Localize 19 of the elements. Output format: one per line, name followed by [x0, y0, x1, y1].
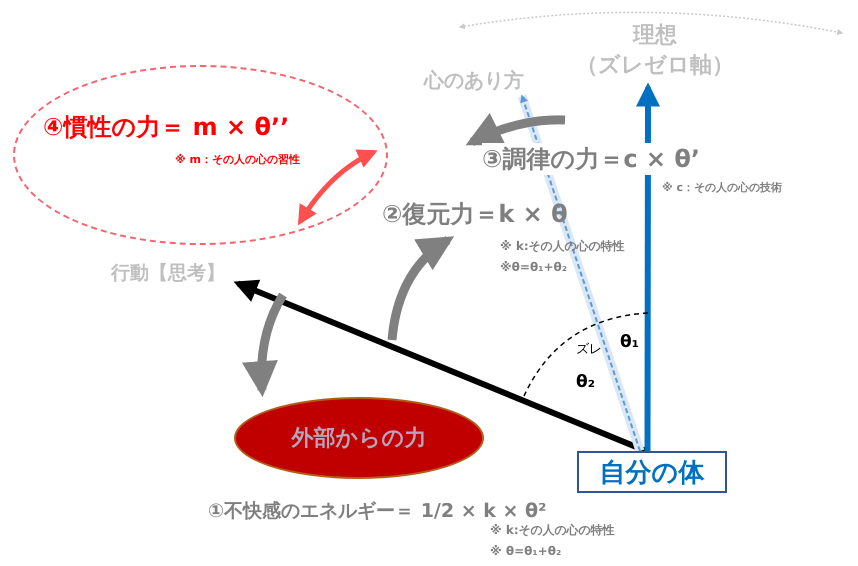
note-text: ※ θ=θ₁+θ₂ [490, 544, 562, 558]
axis-label: 行動【思考】 [98, 258, 238, 288]
note-text: ※ c：その人の心の技術 [662, 180, 782, 195]
formula-text: ①不快感のエネルギー＝ 1/2 × k × θ² [208, 499, 546, 524]
note-text: ※ m：その人の心の習性 [175, 152, 300, 167]
formula-text: ②復元力＝k × θ [382, 199, 568, 230]
angle-label: θ₂ [576, 372, 596, 392]
arrow [636, 82, 660, 451]
angle-label: ズレ [576, 341, 602, 358]
formula-heading: ④慣性の力＝ m × θ’’ [43, 112, 290, 143]
axis-label: 理想（ズレゼロ軸） [572, 18, 738, 84]
note-text: ※ k:その人の心の特性 [490, 522, 615, 539]
note-text: ※ k:その人の心の特性 [500, 238, 625, 255]
angle-label: θ₁ [620, 332, 640, 352]
note-text: ※θ=θ₁+θ₂ [500, 260, 568, 274]
formula-text: ③調律の力＝c × θ’ [482, 143, 700, 175]
force-ellipse: 外部からの力 [234, 397, 484, 479]
body-box: 自分の体 [577, 451, 727, 493]
arrow [234, 280, 648, 454]
